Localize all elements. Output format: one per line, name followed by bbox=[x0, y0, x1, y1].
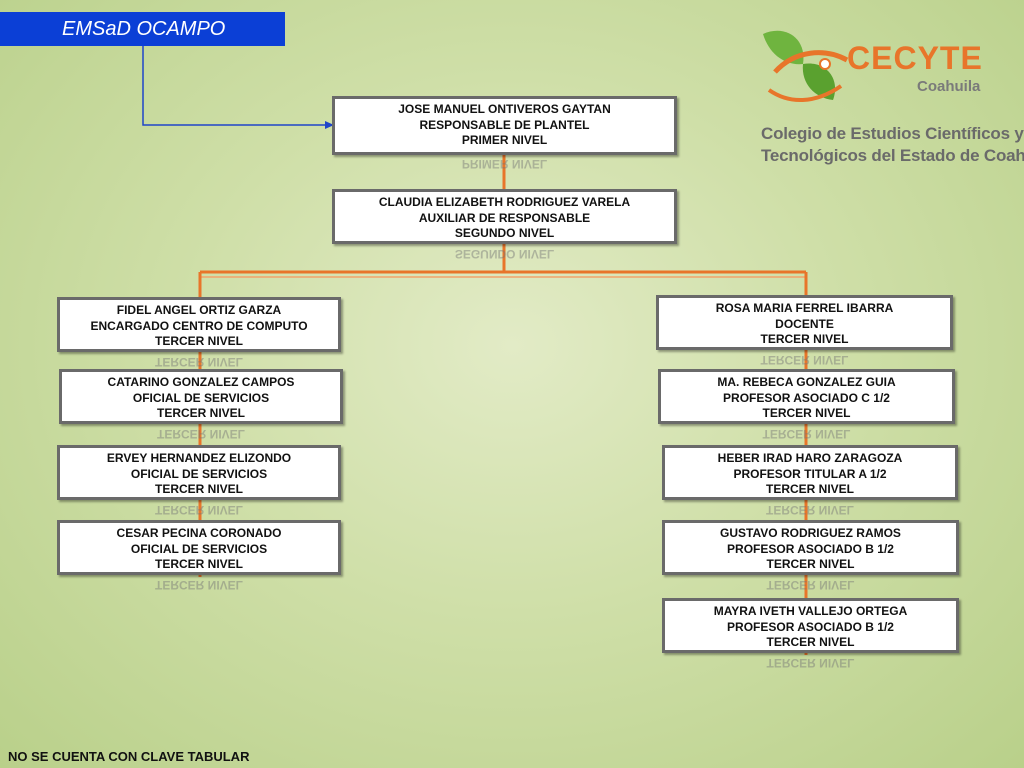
node-reflection: TERCER NIVEL bbox=[154, 579, 243, 591]
cecyte-emblem-icon bbox=[763, 30, 849, 102]
logo-state: Coahuila bbox=[917, 78, 981, 95]
node-name: HEBER IRAD HARO ZARAGOZA bbox=[717, 451, 903, 465]
org-node-left-1: FIDEL ANGEL ORTIZ GARZA ENCARGADO CENTRO… bbox=[57, 297, 341, 352]
node-name: CATARINO GONZALEZ CAMPOS bbox=[107, 375, 295, 389]
node-name: CLAUDIA ELIZABETH RODRIGUEZ VARELA bbox=[378, 195, 631, 209]
node-level: TERCER NIVEL bbox=[154, 334, 243, 348]
node-role: PROFESOR ASOCIADO B 1/2 bbox=[727, 541, 894, 556]
node-reflection: TERCER NIVEL bbox=[766, 657, 855, 669]
node-reflection: TERCER NIVEL bbox=[154, 504, 243, 516]
node-reflection: TERCER NIVEL bbox=[154, 356, 243, 368]
title-arrow bbox=[142, 46, 326, 126]
logo-brand: CECYTE bbox=[847, 40, 983, 76]
node-level: TERCER NIVEL bbox=[766, 635, 855, 649]
node-level: TERCER NIVEL bbox=[156, 406, 245, 420]
footer-note: NO SE CUENTA CON CLAVE TABULAR bbox=[8, 749, 250, 764]
node-level: TERCER NIVEL bbox=[765, 482, 854, 496]
org-node-left-3: ERVEY HERNANDEZ ELIZONDO OFICIAL DE SERV… bbox=[57, 445, 341, 500]
org-node-primer-nivel: JOSE MANUEL ONTIVEROS GAYTAN RESPONSABLE… bbox=[332, 96, 677, 155]
arrow-head-icon bbox=[325, 121, 334, 129]
node-role: OFICIAL DE SERVICIOS bbox=[132, 390, 270, 405]
node-reflection: TERCER NIVEL bbox=[765, 504, 854, 516]
org-node-right-2: MA. REBECA GONZALEZ GUIA PROFESOR ASOCIA… bbox=[658, 369, 955, 424]
node-level: TERCER NIVEL bbox=[154, 557, 243, 571]
node-level: TERCER NIVEL bbox=[762, 406, 851, 420]
page-title: EMSaD OCAMPO bbox=[0, 12, 285, 46]
node-reflection: TERCER NIVEL bbox=[766, 579, 855, 591]
org-node-left-2: CATARINO GONZALEZ CAMPOS OFICIAL DE SERV… bbox=[59, 369, 343, 424]
node-level: TERCER NIVEL bbox=[766, 557, 855, 571]
node-level: PRIMER NIVEL bbox=[461, 133, 548, 147]
node-reflection: TERCER NIVEL bbox=[156, 428, 245, 440]
node-role: PROFESOR TITULAR A 1/2 bbox=[733, 466, 887, 481]
node-name: ERVEY HERNANDEZ ELIZONDO bbox=[106, 451, 292, 465]
node-reflection: TERCER NIVEL bbox=[760, 354, 849, 366]
node-name: MAYRA IVETH VALLEJO ORTEGA bbox=[713, 604, 908, 618]
logo-line-1: Colegio de Estudios Científicos y bbox=[761, 124, 1024, 143]
node-name: FIDEL ANGEL ORTIZ GARZA bbox=[116, 303, 282, 317]
cecyte-logo: CECYTE Coahuila Colegio de Estudios Cien… bbox=[755, 20, 1024, 170]
node-name: CESAR PECINA CORONADO bbox=[116, 526, 282, 540]
org-node-right-3: HEBER IRAD HARO ZARAGOZA PROFESOR TITULA… bbox=[662, 445, 958, 500]
node-level: SEGUNDO NIVEL bbox=[454, 226, 555, 240]
node-name: GUSTAVO RODRIGUEZ RAMOS bbox=[720, 526, 901, 540]
node-role: PROFESOR ASOCIADO B 1/2 bbox=[727, 619, 894, 634]
node-role: OFICIAL DE SERVICIOS bbox=[130, 466, 268, 481]
node-role: OFICIAL DE SERVICIOS bbox=[130, 541, 268, 556]
node-role: ENCARGADO CENTRO DE COMPUTO bbox=[90, 318, 308, 333]
org-node-left-4: CESAR PECINA CORONADO OFICIAL DE SERVICI… bbox=[57, 520, 341, 575]
org-node-right-1: ROSA MARIA FERREL IBARRA DOCENTE TERCER … bbox=[656, 295, 953, 350]
node-name: JOSE MANUEL ONTIVEROS GAYTAN bbox=[398, 102, 611, 116]
org-node-segundo-nivel: CLAUDIA ELIZABETH RODRIGUEZ VARELA AUXIL… bbox=[332, 189, 677, 244]
node-reflection: TERCER NIVEL bbox=[762, 428, 851, 440]
node-level: TERCER NIVEL bbox=[154, 482, 243, 496]
node-name: ROSA MARIA FERREL IBARRA bbox=[715, 301, 894, 315]
node-role: DOCENTE bbox=[775, 316, 834, 331]
node-name: MA. REBECA GONZALEZ GUIA bbox=[717, 375, 896, 389]
node-role: RESPONSABLE DE PLANTEL bbox=[419, 117, 590, 132]
logo-line-2: Tecnológicos del Estado de Coahuila bbox=[761, 146, 1024, 165]
node-reflection: PRIMER NIVEL bbox=[461, 158, 548, 170]
node-role: AUXILIAR DE RESPONSABLE bbox=[418, 210, 591, 225]
node-reflection: SEGUNDO NIVEL bbox=[454, 248, 555, 260]
org-node-right-4: GUSTAVO RODRIGUEZ RAMOS PROFESOR ASOCIAD… bbox=[662, 520, 959, 575]
org-node-right-5: MAYRA IVETH VALLEJO ORTEGA PROFESOR ASOC… bbox=[662, 598, 959, 653]
node-role: PROFESOR ASOCIADO C 1/2 bbox=[723, 390, 890, 405]
node-level: TERCER NIVEL bbox=[760, 332, 849, 346]
